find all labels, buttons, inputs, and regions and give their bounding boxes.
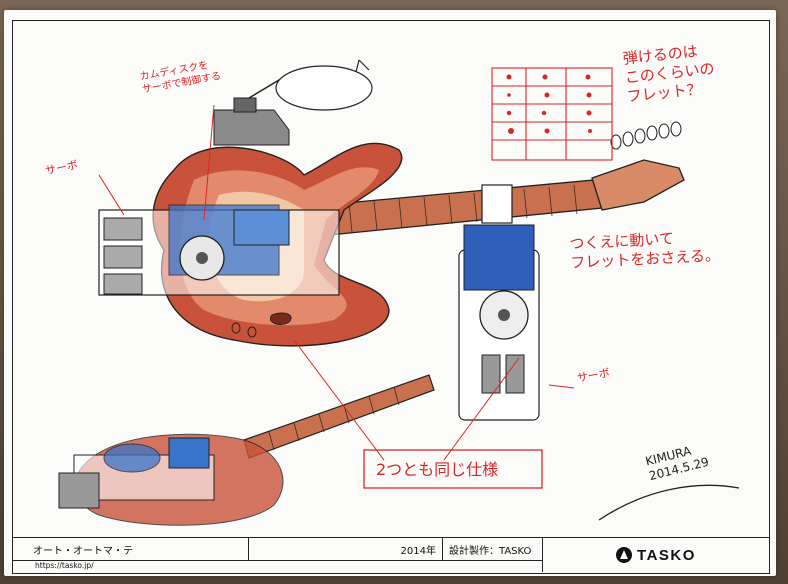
leader-lines xyxy=(98,104,575,489)
lower-guitar xyxy=(58,374,435,526)
note-slide: つくえに動いて フレットをおさえる。 xyxy=(569,229,721,272)
drawing-frame xyxy=(12,20,770,538)
title-block-design: 設計製作：TASKO xyxy=(449,545,532,557)
title-block-year: 2014年 xyxy=(249,538,443,560)
guitar-sketch xyxy=(58,59,740,526)
note-same-spec: 2つとも同じ仕様 xyxy=(376,460,499,479)
upper-guitar xyxy=(98,121,685,347)
title-block: オート・オートマ・テ 2014年 設計製作：TASKO https://task… xyxy=(12,538,770,574)
brand-logo: TASKO xyxy=(542,538,769,572)
drawing-sheet: カムディスクを サーボで制御する サーボ 弾けるのは このくらいの フレット？ … xyxy=(4,10,776,576)
brand-name: TASKO xyxy=(637,546,696,564)
note-fret-question: 弾けるのは このくらいの フレット？ xyxy=(622,42,716,106)
cam-disk-sketch xyxy=(213,59,373,146)
title-block-title: オート・オートマ・テ xyxy=(13,538,249,560)
fret-presser-module xyxy=(458,224,540,421)
tasko-logo-icon xyxy=(616,547,633,563)
title-block-url: https://tasko.jp/ xyxy=(35,561,94,570)
title-block-row: オート・オートマ・テ 2014年 設計製作：TASKO xyxy=(13,538,545,561)
fret-table xyxy=(491,67,613,161)
